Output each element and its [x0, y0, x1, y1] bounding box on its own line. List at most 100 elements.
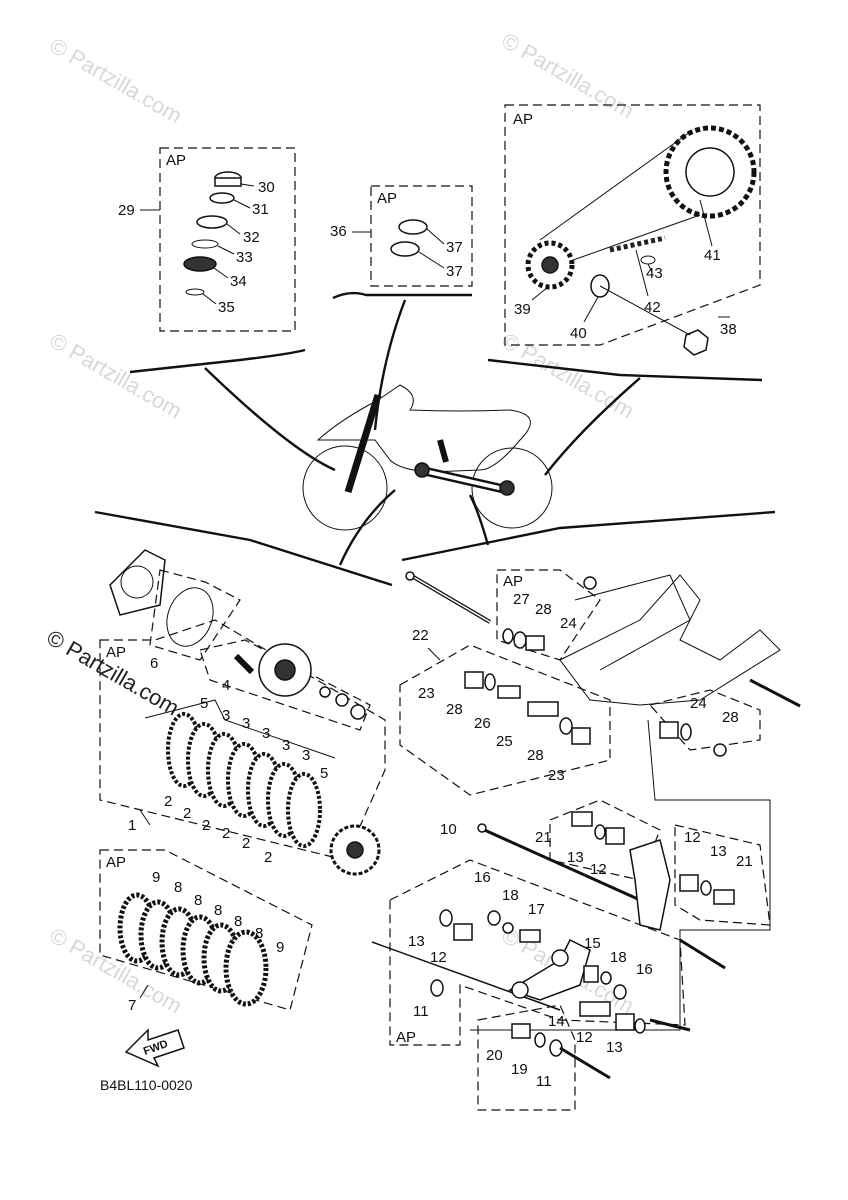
- bracket: [401, 510, 776, 562]
- clutch-plate-stack: [166, 712, 322, 848]
- callout-2: 2: [183, 805, 191, 822]
- callout-38: 38: [720, 321, 737, 338]
- part-15: [583, 965, 599, 983]
- part-37b: [390, 241, 420, 257]
- callout-23: 23: [548, 767, 565, 784]
- leader-curve: [204, 367, 336, 472]
- part-25: [527, 701, 559, 717]
- callout-7: 7: [128, 997, 136, 1014]
- callout-24: 24: [690, 695, 707, 712]
- ap-label: AP: [503, 573, 523, 590]
- ap-label: AP: [166, 152, 186, 169]
- callout-8: 8: [234, 913, 242, 930]
- leader: [647, 263, 653, 273]
- callout-2: 2: [222, 825, 230, 842]
- leader: [599, 285, 691, 336]
- ap-label: AP: [377, 190, 397, 207]
- front-wheel: [302, 445, 388, 531]
- callout-6: 6: [150, 655, 158, 672]
- leader-curve: [468, 494, 490, 546]
- relay-pivot: [551, 949, 569, 967]
- callout-4: 4: [222, 677, 230, 694]
- motorcycle-outline: [302, 384, 553, 531]
- boss-hub: [346, 841, 364, 859]
- nut: [583, 576, 597, 590]
- part-37a: [398, 219, 428, 235]
- part-42: [609, 235, 666, 253]
- callout-28: 28: [527, 747, 544, 764]
- callout-29: 29: [118, 202, 135, 219]
- leader: [202, 293, 217, 305]
- group-box-12: [674, 824, 771, 926]
- callout-17: 17: [528, 901, 545, 918]
- fwd-indicator: FWD: [124, 1028, 185, 1068]
- part-21: [571, 811, 593, 827]
- sprocket-hub: [541, 256, 559, 274]
- callout-34: 34: [230, 273, 247, 290]
- watermark: © Partzilla.com: [46, 328, 187, 424]
- callout-24: 24: [560, 615, 577, 632]
- ap-label: AP: [396, 1029, 416, 1046]
- friction-plate: [286, 772, 322, 848]
- group-box-29: [159, 147, 296, 332]
- shaft-head: [405, 571, 415, 581]
- callout-21: 21: [736, 853, 753, 870]
- part-4: [233, 653, 255, 675]
- front-fork: [344, 393, 382, 494]
- leader-curve: [373, 299, 407, 431]
- part-30-body: [214, 177, 242, 187]
- group-box-20: [477, 1004, 576, 1111]
- callout-13: 13: [567, 849, 584, 866]
- part-31: [209, 192, 235, 204]
- callout-37: 37: [446, 239, 463, 256]
- callout-16: 16: [474, 869, 491, 886]
- washer: [319, 686, 331, 698]
- part-21: [713, 889, 735, 905]
- callout-5: 5: [320, 765, 328, 782]
- callout-11: 11: [413, 1003, 429, 1020]
- callout-3: 3: [242, 715, 250, 732]
- leader: [226, 223, 241, 235]
- callout-5: 5: [200, 695, 208, 712]
- swingarm-group: AP 27 28 24 22 23 28 26 25 28 23 24 28: [399, 569, 801, 796]
- callout-43: 43: [646, 265, 663, 282]
- part-28: [680, 723, 692, 741]
- rod-bolt: [679, 938, 726, 970]
- callout-28: 28: [535, 601, 552, 618]
- part-17: [519, 929, 541, 943]
- leader: [699, 199, 713, 247]
- callout-18: 18: [502, 887, 519, 904]
- leader: [233, 199, 251, 209]
- part-18: [502, 922, 514, 934]
- axle: [499, 480, 515, 496]
- lower-bolt: [559, 1046, 611, 1080]
- callout-2: 2: [264, 849, 272, 866]
- part-16: [487, 910, 501, 926]
- clutch-group: AP 5 5 3 3 3 3: [99, 549, 386, 876]
- part-14: [579, 1001, 611, 1017]
- callout-13: 13: [710, 843, 727, 860]
- group-box-22: [399, 644, 611, 796]
- part-12: [605, 827, 625, 845]
- leader: [426, 228, 445, 245]
- callout-11: 11: [536, 1073, 552, 1090]
- connecting-rod: [629, 839, 671, 931]
- washer: [350, 704, 366, 720]
- callout-2: 2: [164, 793, 172, 810]
- sprocket-hub: [685, 147, 735, 197]
- group-box-6: [149, 569, 241, 661]
- callout-3: 3: [262, 725, 270, 742]
- callout-3: 3: [282, 737, 290, 754]
- callout-8: 8: [255, 925, 263, 942]
- leader: [427, 647, 441, 661]
- friction-plate-set: AP 9 8 8 8 8 8 9 7: [99, 849, 313, 1014]
- part-18: [600, 971, 612, 985]
- callout-36: 36: [330, 223, 347, 240]
- group-box-linkage: [389, 859, 686, 1046]
- callout-22: 22: [412, 627, 429, 644]
- bracket: [94, 510, 393, 587]
- watermark: © Partzilla.com: [498, 28, 639, 124]
- watermark: © Partzilla.com: [46, 33, 187, 129]
- rear-wheel: [471, 447, 553, 529]
